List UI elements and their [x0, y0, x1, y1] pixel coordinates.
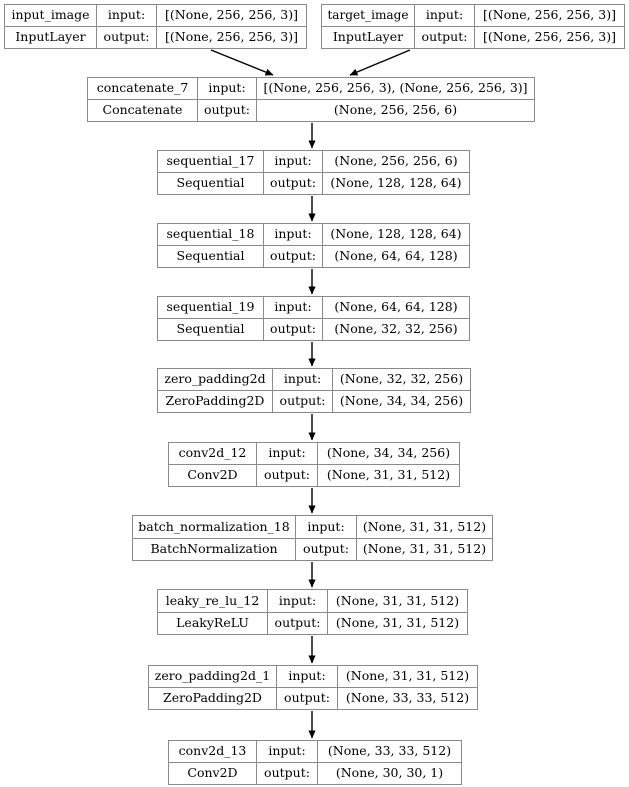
output-shape: (None, 34, 34, 256) [339, 393, 464, 409]
input-shape: (None, 128, 128, 64) [330, 226, 462, 242]
input-label: input: [273, 369, 333, 390]
input-shape: [(None, 256, 256, 3)] [165, 7, 298, 23]
layer-class: BatchNormalization [150, 541, 278, 556]
output-shape: [(None, 256, 256, 3)] [165, 29, 298, 45]
input-label: input: [296, 516, 357, 538]
layer-name: target_image [322, 5, 414, 27]
output-label: output: [268, 612, 328, 634]
input-shape: (None, 32, 32, 256) [339, 371, 464, 387]
input-shape: (None, 34, 34, 256) [326, 445, 451, 461]
input-label: input: [277, 666, 338, 687]
output-label: output: [257, 763, 318, 784]
layer-class: Concatenate [102, 102, 183, 118]
output-shape: (None, 31, 31, 512) [335, 615, 460, 630]
input-label: input: [268, 590, 328, 612]
output-label: output: [415, 27, 475, 48]
layer-name: sequential_19 [158, 297, 263, 319]
input-label: input: [257, 443, 318, 464]
layer-name: conv2d_12 [169, 443, 256, 465]
layer-name: zero_padding2d [158, 369, 272, 391]
output-shape: [(None, 256, 256, 3)] [483, 29, 616, 45]
output-label: output: [264, 319, 323, 340]
input-shape: (None, 256, 256, 6) [334, 153, 458, 169]
layer-class: Conv2D [187, 467, 238, 483]
output-shape: (None, 30, 30, 1) [335, 765, 444, 781]
layer-name: conv2d_13 [169, 741, 256, 763]
layer-name: sequential_17 [158, 151, 263, 173]
output-shape: (None, 31, 31, 512) [362, 541, 487, 556]
output-label: output: [273, 391, 333, 412]
input-label: input: [264, 297, 323, 318]
input-shape: (None, 31, 31, 512) [335, 592, 460, 608]
output-shape: (None, 128, 128, 64) [330, 175, 462, 191]
input-shape: [(None, 256, 256, 3)] [483, 7, 616, 23]
layer-name: input_image [5, 5, 96, 27]
layer-class: Sequential [176, 321, 245, 337]
layer-class: ZeroPadding2D [165, 393, 265, 409]
output-shape: (None, 64, 64, 128) [334, 248, 458, 264]
edge-input_image-to-concatenate_7 [210, 49, 274, 76]
input-label: input: [198, 78, 257, 99]
output-shape: (None, 32, 32, 256) [334, 321, 458, 337]
layer-class: InputLayer [15, 29, 86, 45]
layer-class: ZeroPadding2D [163, 690, 262, 706]
layer-name: batch_normalization_18 [133, 516, 295, 539]
edge-target_image-to-concatenate_7 [349, 49, 411, 76]
output-label: output: [257, 465, 318, 486]
output-shape: (None, 33, 33, 512) [345, 690, 470, 706]
input-label: input: [97, 5, 157, 26]
input-shape: (None, 64, 64, 128) [334, 299, 458, 315]
layer-class: LeakyReLU [176, 615, 249, 630]
output-label: output: [264, 173, 323, 194]
output-label: output: [97, 27, 157, 48]
layer-class: Sequential [176, 175, 245, 191]
layer-name: sequential_18 [158, 224, 263, 246]
layer-name: concatenate_7 [88, 78, 197, 100]
input-shape: (None, 31, 31, 512) [345, 668, 470, 684]
input-shape: (None, 33, 33, 512) [327, 743, 452, 759]
input-label: input: [264, 151, 323, 172]
layer-class: Sequential [176, 248, 245, 264]
layer-name: leaky_re_lu_12 [158, 590, 267, 613]
layer-class: Conv2D [187, 765, 238, 781]
input-label: input: [257, 741, 318, 762]
layer-class: InputLayer [332, 29, 404, 45]
output-label: output: [277, 688, 338, 709]
input-label: input: [415, 5, 475, 26]
input-shape: (None, 31, 31, 512) [362, 518, 487, 534]
layer-name: zero_padding2d_1 [149, 666, 276, 688]
output-label: output: [296, 538, 357, 560]
output-label: output: [198, 100, 257, 121]
output-shape: (None, 256, 256, 6) [333, 102, 458, 118]
output-label: output: [264, 246, 323, 267]
input-shape: [(None, 256, 256, 3), (None, 256, 256, 3… [263, 80, 528, 96]
input-label: input: [264, 224, 323, 245]
output-shape: (None, 31, 31, 512) [326, 467, 451, 483]
